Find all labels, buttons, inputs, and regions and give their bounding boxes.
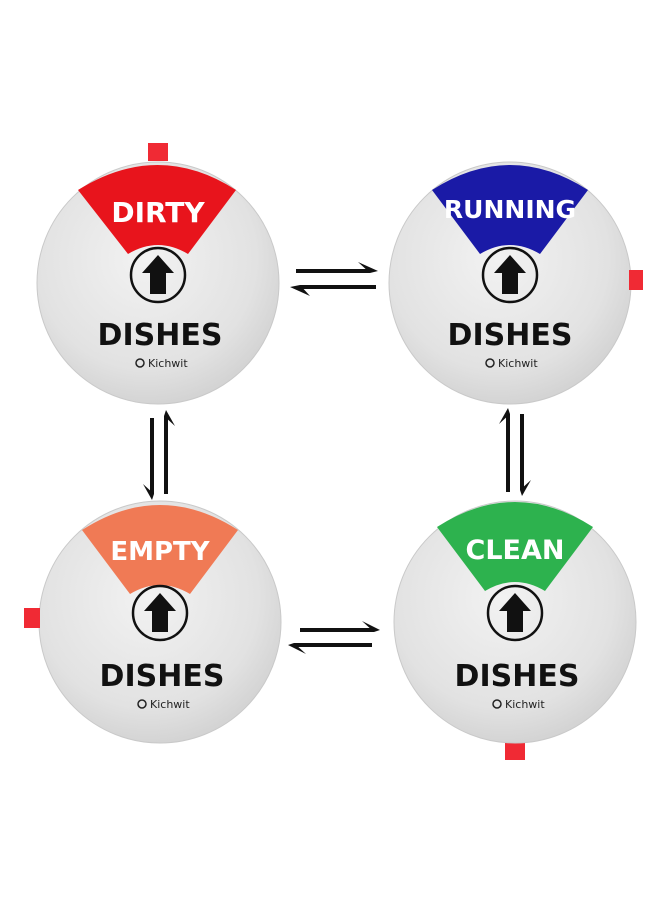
dishes-label: DISHES <box>100 659 225 694</box>
slider-tab <box>505 740 525 760</box>
brand-logo: Kichwit <box>485 357 538 370</box>
double-arrow-icon <box>290 262 378 296</box>
brand-label: Kichwit <box>148 357 188 370</box>
slider-tab <box>148 143 168 161</box>
status-label: DIRTY <box>111 196 205 229</box>
magnet-empty: EMPTY DISHES Kichwit <box>24 500 282 744</box>
flower-icon <box>485 358 495 368</box>
slider-tab <box>629 270 643 290</box>
dishes-label: DISHES <box>448 318 573 353</box>
status-window <box>82 505 238 594</box>
arrow-up-icon <box>131 584 189 642</box>
flower-icon <box>137 699 147 709</box>
brand-label: Kichwit <box>150 698 190 711</box>
flower-icon <box>135 358 145 368</box>
status-window <box>78 165 236 254</box>
dishes-label: DISHES <box>455 659 580 694</box>
brand-label: Kichwit <box>505 698 545 711</box>
status-label: RUNNING <box>444 195 576 224</box>
arrow-up-icon <box>129 246 187 304</box>
status-window <box>437 502 593 591</box>
status-label: CLEAN <box>466 535 565 566</box>
brand-logo: Kichwit <box>135 357 188 370</box>
slider-tab <box>24 608 40 628</box>
brand-logo: Kichwit <box>137 698 190 711</box>
magnet-running: RUNNING DISHES Kichwit <box>388 161 643 405</box>
arrow-up-icon <box>481 246 539 304</box>
magnet-clean: CLEAN DISHES Kichwit <box>393 500 637 760</box>
arrow-up-icon <box>486 584 544 642</box>
status-label: EMPTY <box>110 537 210 567</box>
magnet-dirty: DIRTY DISHES Kichwit <box>36 143 280 405</box>
dishes-label: DISHES <box>98 318 223 353</box>
status-window <box>432 165 588 254</box>
flower-icon <box>492 699 502 709</box>
double-arrow-icon <box>143 410 175 500</box>
double-arrow-icon <box>288 621 380 654</box>
brand-label: Kichwit <box>498 357 538 370</box>
double-arrow-icon <box>499 408 531 496</box>
brand-logo: Kichwit <box>492 698 545 711</box>
